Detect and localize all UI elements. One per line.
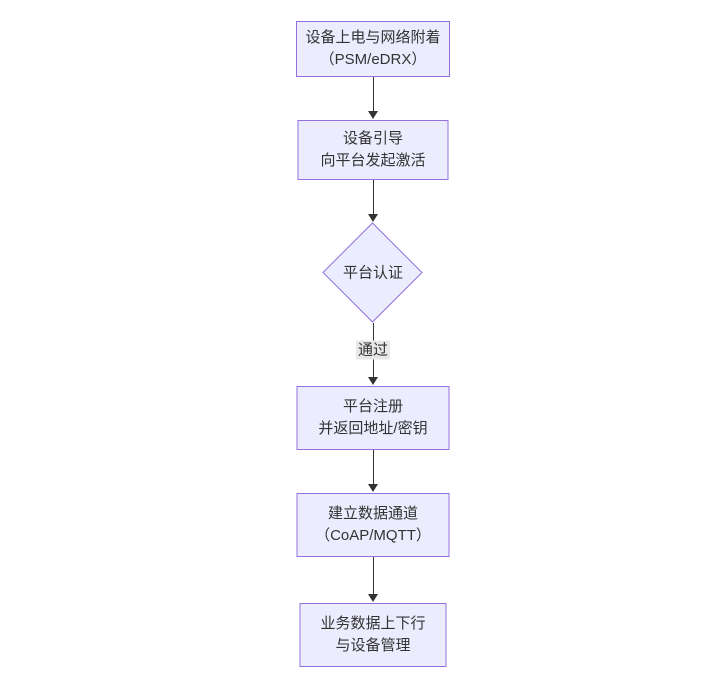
node-text-line: 设备引导 (342, 130, 403, 147)
arrow-down-4 (368, 450, 378, 492)
node-text-line: （CoAP/MQTT） (315, 527, 431, 544)
node-text-line: 平台注册 (342, 398, 403, 415)
node-device-power-network-attach: 设备上电与网络附着 （PSM/eDRX） (296, 21, 450, 77)
decision-platform-auth-label: 平台认证 (342, 264, 404, 282)
node-text-line: 并返回地址/密钥 (318, 420, 428, 437)
arrow-down-1 (368, 77, 378, 119)
node-text-line: 与设备管理 (335, 637, 411, 654)
arrow-down-5 (368, 557, 378, 602)
node-business-data-device-mgmt: 业务数据上下行 与设备管理 (299, 603, 447, 667)
node-platform-register: 平台注册 并返回地址/密钥 (296, 386, 450, 450)
arrow-down-2 (368, 180, 378, 222)
edge-label-pass: 通过 (355, 340, 391, 360)
node-device-bootstrap-activate: 设备引导 向平台发起激活 (297, 120, 449, 180)
node-establish-data-channel: 建立数据通道 （CoAP/MQTT） (296, 493, 450, 557)
node-text-line: 业务数据上下行 (320, 615, 426, 632)
node-text-line: 设备上电与网络附着 (305, 29, 441, 46)
node-text-line: 建立数据通道 (327, 505, 418, 522)
node-text-line: 向平台发起激活 (320, 152, 426, 169)
node-text-line: （PSM/eDRX） (319, 51, 427, 68)
